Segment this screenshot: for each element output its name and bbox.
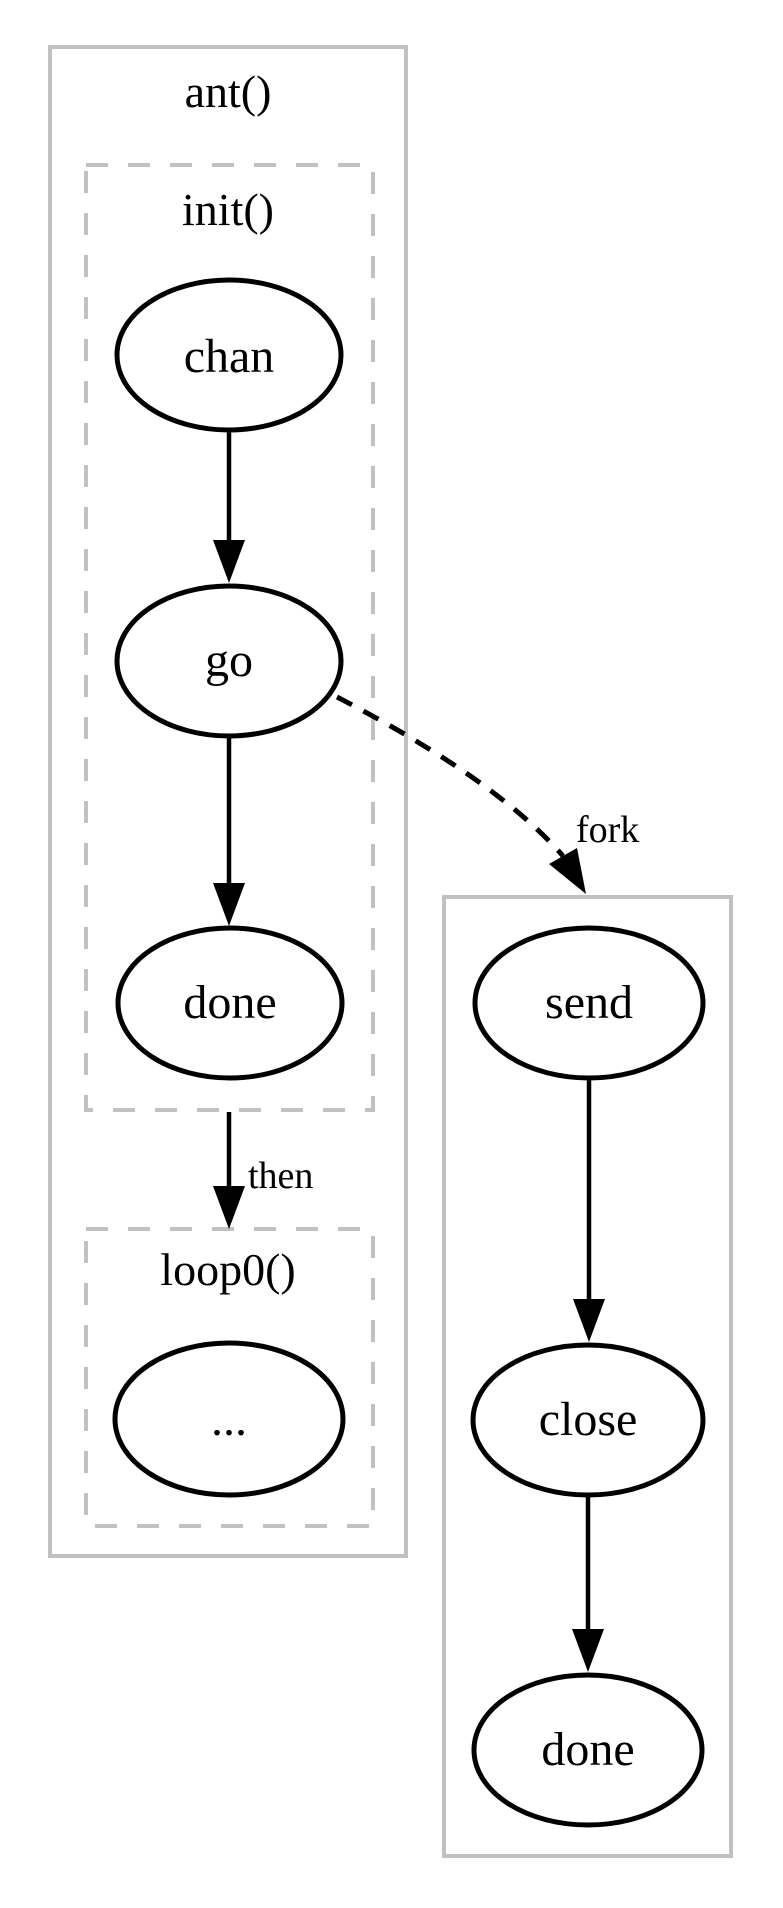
edge-send-close-arrowhead: [573, 1299, 605, 1342]
cluster-init-title: init(): [182, 184, 274, 235]
node-close-label: close: [538, 1393, 638, 1446]
edge-then-arrowhead: [213, 1186, 245, 1229]
node-chan-label: chan: [183, 330, 275, 383]
edge-then-label: then: [248, 1155, 314, 1197]
node-done-send-ellipse: [471, 1672, 705, 1828]
node-done-init-ellipse: [115, 925, 345, 1081]
node-ellipsis-ellipse: [112, 1340, 346, 1498]
edge-fork-dashed: [335, 694, 565, 858]
node-send-ellipse: [472, 925, 706, 1081]
node-send-label: send: [545, 976, 633, 1029]
node-go-ellipse: [114, 583, 344, 739]
edge-chan-go-arrowhead: [213, 540, 245, 583]
cluster-goroutine-border: [442, 895, 733, 1858]
node-go-label: go: [205, 634, 253, 687]
cluster-init-border: [84, 163, 375, 1112]
edge-close-done-arrowhead: [572, 1629, 604, 1672]
cluster-ant-title: ant(): [184, 66, 272, 117]
node-done-init-label: done: [183, 976, 277, 1029]
cluster-ant-border: [48, 45, 408, 1558]
edge-fork-arrowhead: [549, 848, 586, 894]
node-ellipsis-label: ...: [211, 1393, 247, 1446]
node-close-ellipse: [470, 1342, 706, 1498]
edge-go-done-arrowhead: [213, 883, 245, 926]
node-chan-ellipse: [114, 277, 344, 433]
edge-fork-label: fork: [576, 809, 640, 851]
node-done-send-label: done: [541, 1723, 635, 1776]
cluster-loop0-title: loop0(): [160, 1244, 296, 1295]
cluster-loop0-border: [84, 1227, 375, 1528]
